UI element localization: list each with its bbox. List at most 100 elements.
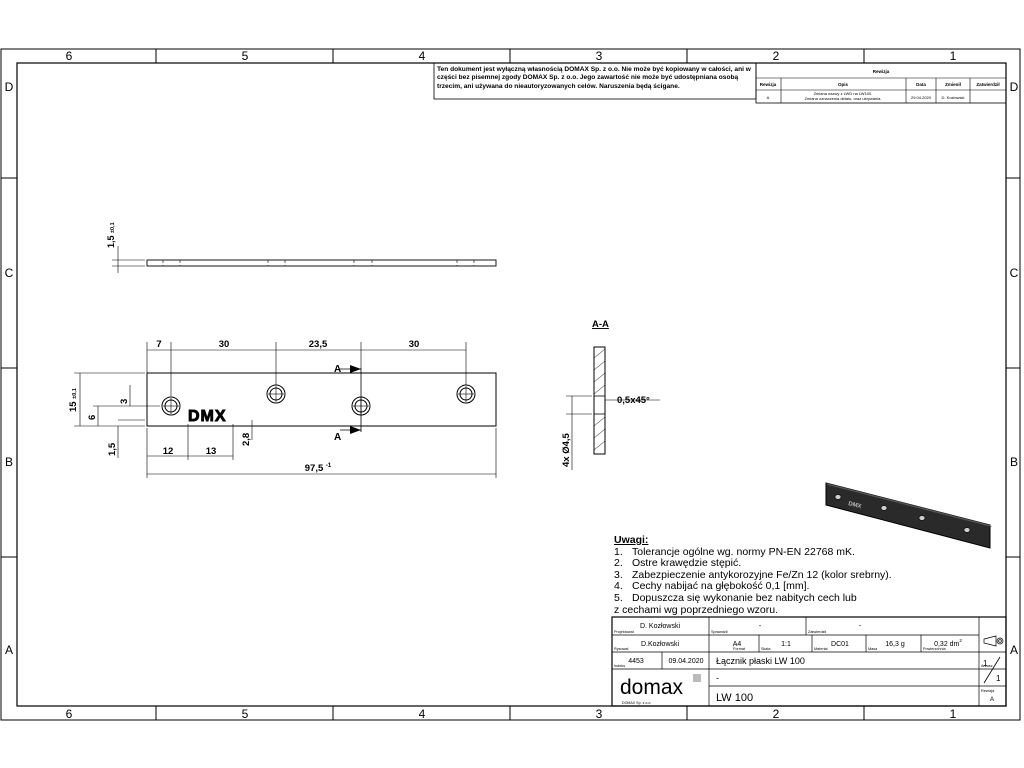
dim-holes: 4x Ø4,5 bbox=[561, 432, 572, 467]
dim-top-1: 30 bbox=[219, 339, 230, 350]
section-label-top: A bbox=[334, 364, 341, 375]
dim-total: 97,5 -1 bbox=[305, 463, 332, 474]
row-label-left: D bbox=[5, 80, 14, 94]
rev-label: Rewizja bbox=[981, 689, 995, 693]
revision-cell: Zmiana nazwy z LWD na LW100. bbox=[814, 91, 873, 96]
revision-header: Rewizja bbox=[760, 82, 777, 87]
format-value: A4 bbox=[733, 641, 742, 648]
drawer-name: D.Kozłowski bbox=[641, 641, 680, 648]
section-view: A-A 0,5x45° 4x Ø4,5 bbox=[561, 319, 660, 470]
mass-value: 16,3 g bbox=[885, 641, 905, 648]
revision-header: Zmienił bbox=[945, 82, 962, 87]
part-date: 09.04.2020 bbox=[668, 658, 703, 665]
iso-view: DMX bbox=[825, 482, 992, 549]
scale-label: Skala bbox=[761, 647, 771, 651]
notes-heading: Uwagi: bbox=[614, 534, 649, 546]
sheet-b: 1 bbox=[996, 674, 1001, 683]
col-label-top: 5 bbox=[242, 49, 249, 63]
dim-hole-half: 3 bbox=[119, 399, 130, 404]
designer-label: Projektował bbox=[614, 630, 634, 634]
revision-header: Data bbox=[916, 82, 926, 87]
dim-hole-offset: 6 bbox=[87, 415, 98, 420]
row-label-right: B bbox=[1010, 455, 1018, 469]
part-name: Łącznik płaski LW 100 bbox=[716, 656, 805, 666]
scale-value: 1:1 bbox=[781, 641, 791, 648]
dim-top-2: 23,5 bbox=[309, 339, 328, 350]
dmx-logo: DMX bbox=[188, 408, 227, 425]
section-label-bottom: A bbox=[334, 432, 341, 443]
col-label-bottom: 1 bbox=[950, 707, 957, 721]
note-item: 5.Dopuszcza się wykonanie bez nabitych c… bbox=[614, 591, 857, 604]
row-label-left: B bbox=[5, 455, 13, 469]
part-code: LW 100 bbox=[716, 692, 753, 704]
checker-label: Sprawdził bbox=[711, 630, 728, 634]
note-item: 1.Tolerancje ogólne wg. normy PN-EN 2276… bbox=[614, 545, 855, 558]
revision-cell: D. Kozłowski bbox=[942, 95, 965, 100]
col-label-bottom: 2 bbox=[773, 707, 780, 721]
sheet-label: Arkusz bbox=[981, 664, 993, 668]
drawer-label: Rysował bbox=[614, 647, 629, 651]
revision-cell: Zmiana oznaczenia detalu, oraz ukrywania… bbox=[805, 96, 882, 101]
note-item: 4.Cechy nabijać na głębokość 0,1 [mm]. bbox=[614, 580, 810, 593]
material-label: Materiał bbox=[814, 647, 828, 651]
disclaimer-text: Ten dokument jest wyłączną własnością DO… bbox=[437, 66, 751, 90]
row-label-left: C bbox=[5, 266, 14, 280]
side-view: 1,5 ±0,1 bbox=[106, 222, 497, 273]
col-label-top: 6 bbox=[66, 49, 73, 63]
title-block bbox=[611, 616, 1007, 707]
company-logo: domax bbox=[620, 676, 684, 699]
dim-chamfer: 0,5x45° bbox=[617, 395, 650, 406]
row-label-right: D bbox=[1010, 80, 1019, 94]
note-item: 2.Ostre krawędzie stępić. bbox=[614, 557, 742, 570]
material-value: DC01 bbox=[831, 641, 849, 648]
format-label: Format bbox=[733, 647, 746, 651]
area-value: 0,32 dm2 bbox=[934, 638, 962, 648]
dim-height: 15 ±0,1 bbox=[68, 388, 79, 412]
checker-name: - bbox=[759, 623, 762, 630]
front-dimensions bbox=[74, 342, 497, 478]
col-label-bottom: 4 bbox=[419, 707, 426, 721]
revision-table: Rewizja Rewizja Opis Data Zmienił Zatwie… bbox=[755, 62, 1007, 104]
part-dash: - bbox=[716, 673, 719, 683]
part-index: 4453 bbox=[628, 658, 644, 665]
col-label-top: 4 bbox=[419, 49, 426, 63]
revision-cell: A bbox=[767, 95, 770, 100]
front-view: A A DMX bbox=[146, 364, 497, 443]
dim-top-0: 7 bbox=[156, 339, 161, 350]
col-label-top: 1 bbox=[950, 49, 957, 63]
dim-logo-x1: 12 bbox=[163, 446, 174, 457]
revision-cell: 29.04.2020 bbox=[911, 95, 932, 100]
revision-header: Zatwierdził bbox=[976, 82, 1000, 87]
row-label-right: C bbox=[1010, 266, 1019, 280]
iso-logo: DMX bbox=[848, 501, 862, 510]
col-label-top: 2 bbox=[773, 49, 780, 63]
area-label: Powierzchnia bbox=[923, 647, 946, 651]
outer-frame bbox=[0, 48, 1021, 721]
col-label-bottom: 6 bbox=[66, 707, 73, 721]
approver-name: - bbox=[859, 623, 862, 630]
dim-bottom-offset: 1,5 bbox=[107, 442, 118, 456]
designer-name: D. Kozłowski bbox=[640, 623, 681, 630]
notes-block: Uwagi: 1.Tolerancje ogólne wg. normy PN-… bbox=[614, 534, 1004, 616]
col-label-top: 3 bbox=[596, 49, 603, 63]
sheet-a: 1 bbox=[983, 659, 988, 668]
logo-square bbox=[693, 674, 701, 682]
projection-symbol bbox=[983, 635, 1004, 647]
company-sub: DOMAX Sp. z o.o. bbox=[622, 701, 651, 705]
dim-thickness: 1,5 ±0,1 bbox=[106, 222, 116, 248]
dim-top-3: 30 bbox=[409, 339, 420, 350]
approver-label: Zatwierdził bbox=[808, 630, 826, 634]
col-label-bottom: 5 bbox=[242, 707, 249, 721]
section-title: A-A bbox=[592, 319, 609, 330]
dim-logo-h: 2,8 bbox=[241, 433, 252, 446]
col-label-bottom: 3 bbox=[596, 707, 603, 721]
row-label-left: A bbox=[5, 643, 13, 657]
zone-ticks bbox=[1, 49, 1020, 720]
revision-title: Rewizja bbox=[873, 69, 890, 74]
note-continuation: z cechami wg poprzedniego wzoru. bbox=[614, 603, 779, 616]
revision-header: Opis bbox=[838, 82, 848, 87]
note-item: 3.Zabezpieczenie antykorozyjne Fe/Zn 12 … bbox=[614, 568, 892, 581]
row-label-right: A bbox=[1010, 643, 1018, 657]
dim-logo-x2: 13 bbox=[206, 446, 217, 457]
